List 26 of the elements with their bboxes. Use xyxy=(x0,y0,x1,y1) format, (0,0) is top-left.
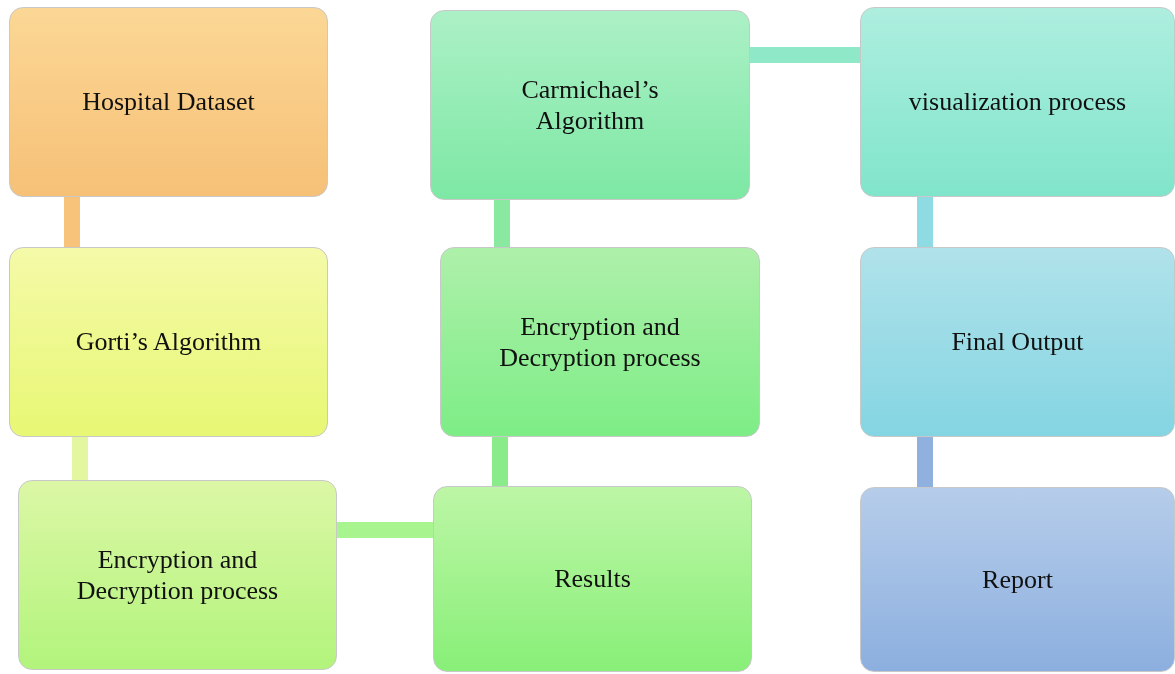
process-box xyxy=(9,247,328,437)
connector xyxy=(917,197,933,247)
box-label: Hospital Dataset xyxy=(82,86,255,118)
box-label: Encryption and Decryption process xyxy=(75,543,280,607)
box-label: Carmichael’s Algorithm xyxy=(520,73,660,137)
connector xyxy=(492,437,508,486)
box-label: Report xyxy=(982,563,1053,596)
process-box xyxy=(860,7,1175,197)
connector xyxy=(64,197,80,247)
process-box xyxy=(9,7,328,197)
box-label: Encryption and Decryption process xyxy=(498,310,702,374)
process-box xyxy=(860,487,1175,672)
connector xyxy=(72,437,88,480)
box-label: Gorti’s Algorithm xyxy=(75,326,262,358)
process-box xyxy=(860,247,1175,437)
connector xyxy=(917,437,933,487)
connector xyxy=(337,522,433,538)
box-label: Results xyxy=(554,563,631,595)
process-box xyxy=(18,480,337,670)
process-box xyxy=(433,486,752,672)
box-label: Final Output xyxy=(951,326,1084,358)
process-box xyxy=(440,247,760,437)
process-box xyxy=(430,10,750,200)
connector xyxy=(494,200,510,247)
box-label: visualization process xyxy=(908,86,1127,118)
connector xyxy=(750,47,860,63)
